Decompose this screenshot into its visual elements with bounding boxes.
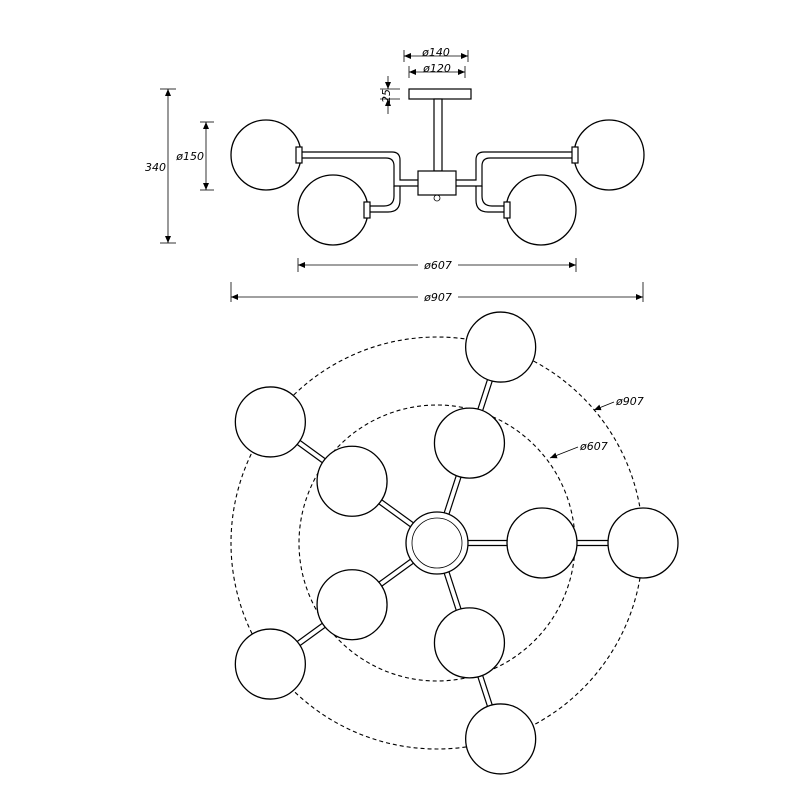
left-lower-arm bbox=[368, 186, 401, 213]
top-globe-inner-4 bbox=[316, 569, 388, 641]
central-hub bbox=[417, 170, 457, 196]
side-globe-outer-right bbox=[573, 119, 645, 191]
dim-label-607-top: ø607 bbox=[579, 440, 608, 453]
top-globe-outer-1 bbox=[465, 311, 537, 383]
top-globe-outer-5 bbox=[234, 386, 306, 458]
top-view-globes bbox=[234, 311, 679, 775]
side-view: ø140 ø120 25 340 ø150 ø607 ø907 bbox=[145, 46, 645, 304]
side-globe-inner-right bbox=[505, 174, 577, 246]
dim-label-25: 25 bbox=[380, 89, 393, 103]
dim-label-140: ø140 bbox=[421, 46, 450, 59]
left-lower-arm-inner bbox=[368, 186, 395, 207]
side-globe-outer-left bbox=[230, 119, 302, 191]
dim-label-907-side: ø907 bbox=[423, 291, 452, 304]
leader-607 bbox=[549, 446, 579, 459]
side-globe-inner-left bbox=[297, 174, 369, 246]
dim-label-120: ø120 bbox=[422, 62, 451, 75]
top-globe-inner-5 bbox=[316, 445, 388, 517]
top-globe-outer-4 bbox=[234, 628, 306, 700]
top-hub-inner bbox=[411, 517, 463, 569]
top-globe-inner-2 bbox=[506, 507, 578, 579]
socket-inner-left bbox=[363, 201, 371, 219]
dim-label-607-side: ø607 bbox=[423, 259, 452, 272]
dim-label-150: ø150 bbox=[175, 150, 204, 163]
socket-outer-left bbox=[295, 146, 303, 164]
top-hub-outer bbox=[405, 511, 469, 575]
left-upper-arm-inner bbox=[300, 157, 418, 187]
right-lower-arm-inner bbox=[481, 186, 508, 207]
socket-inner-right bbox=[503, 201, 511, 219]
hub-finial bbox=[433, 194, 441, 202]
leader-907 bbox=[593, 401, 615, 411]
top-globe-outer-3 bbox=[465, 703, 537, 775]
top-view: ø907 ø607 bbox=[230, 311, 679, 775]
right-upper-arm bbox=[456, 151, 578, 181]
socket-outer-right bbox=[571, 146, 579, 164]
left-upper-arm bbox=[300, 151, 418, 181]
dim-label-907-top: ø907 bbox=[615, 395, 644, 408]
top-globe-outer-2 bbox=[607, 507, 679, 579]
ceiling-canopy bbox=[408, 88, 472, 100]
top-globe-inner-3 bbox=[433, 607, 506, 679]
stem bbox=[433, 98, 443, 172]
dim-label-340: 340 bbox=[145, 161, 166, 174]
right-upper-arm-inner bbox=[456, 157, 578, 187]
top-globe-inner-1 bbox=[433, 407, 506, 479]
right-lower-arm bbox=[475, 186, 508, 213]
